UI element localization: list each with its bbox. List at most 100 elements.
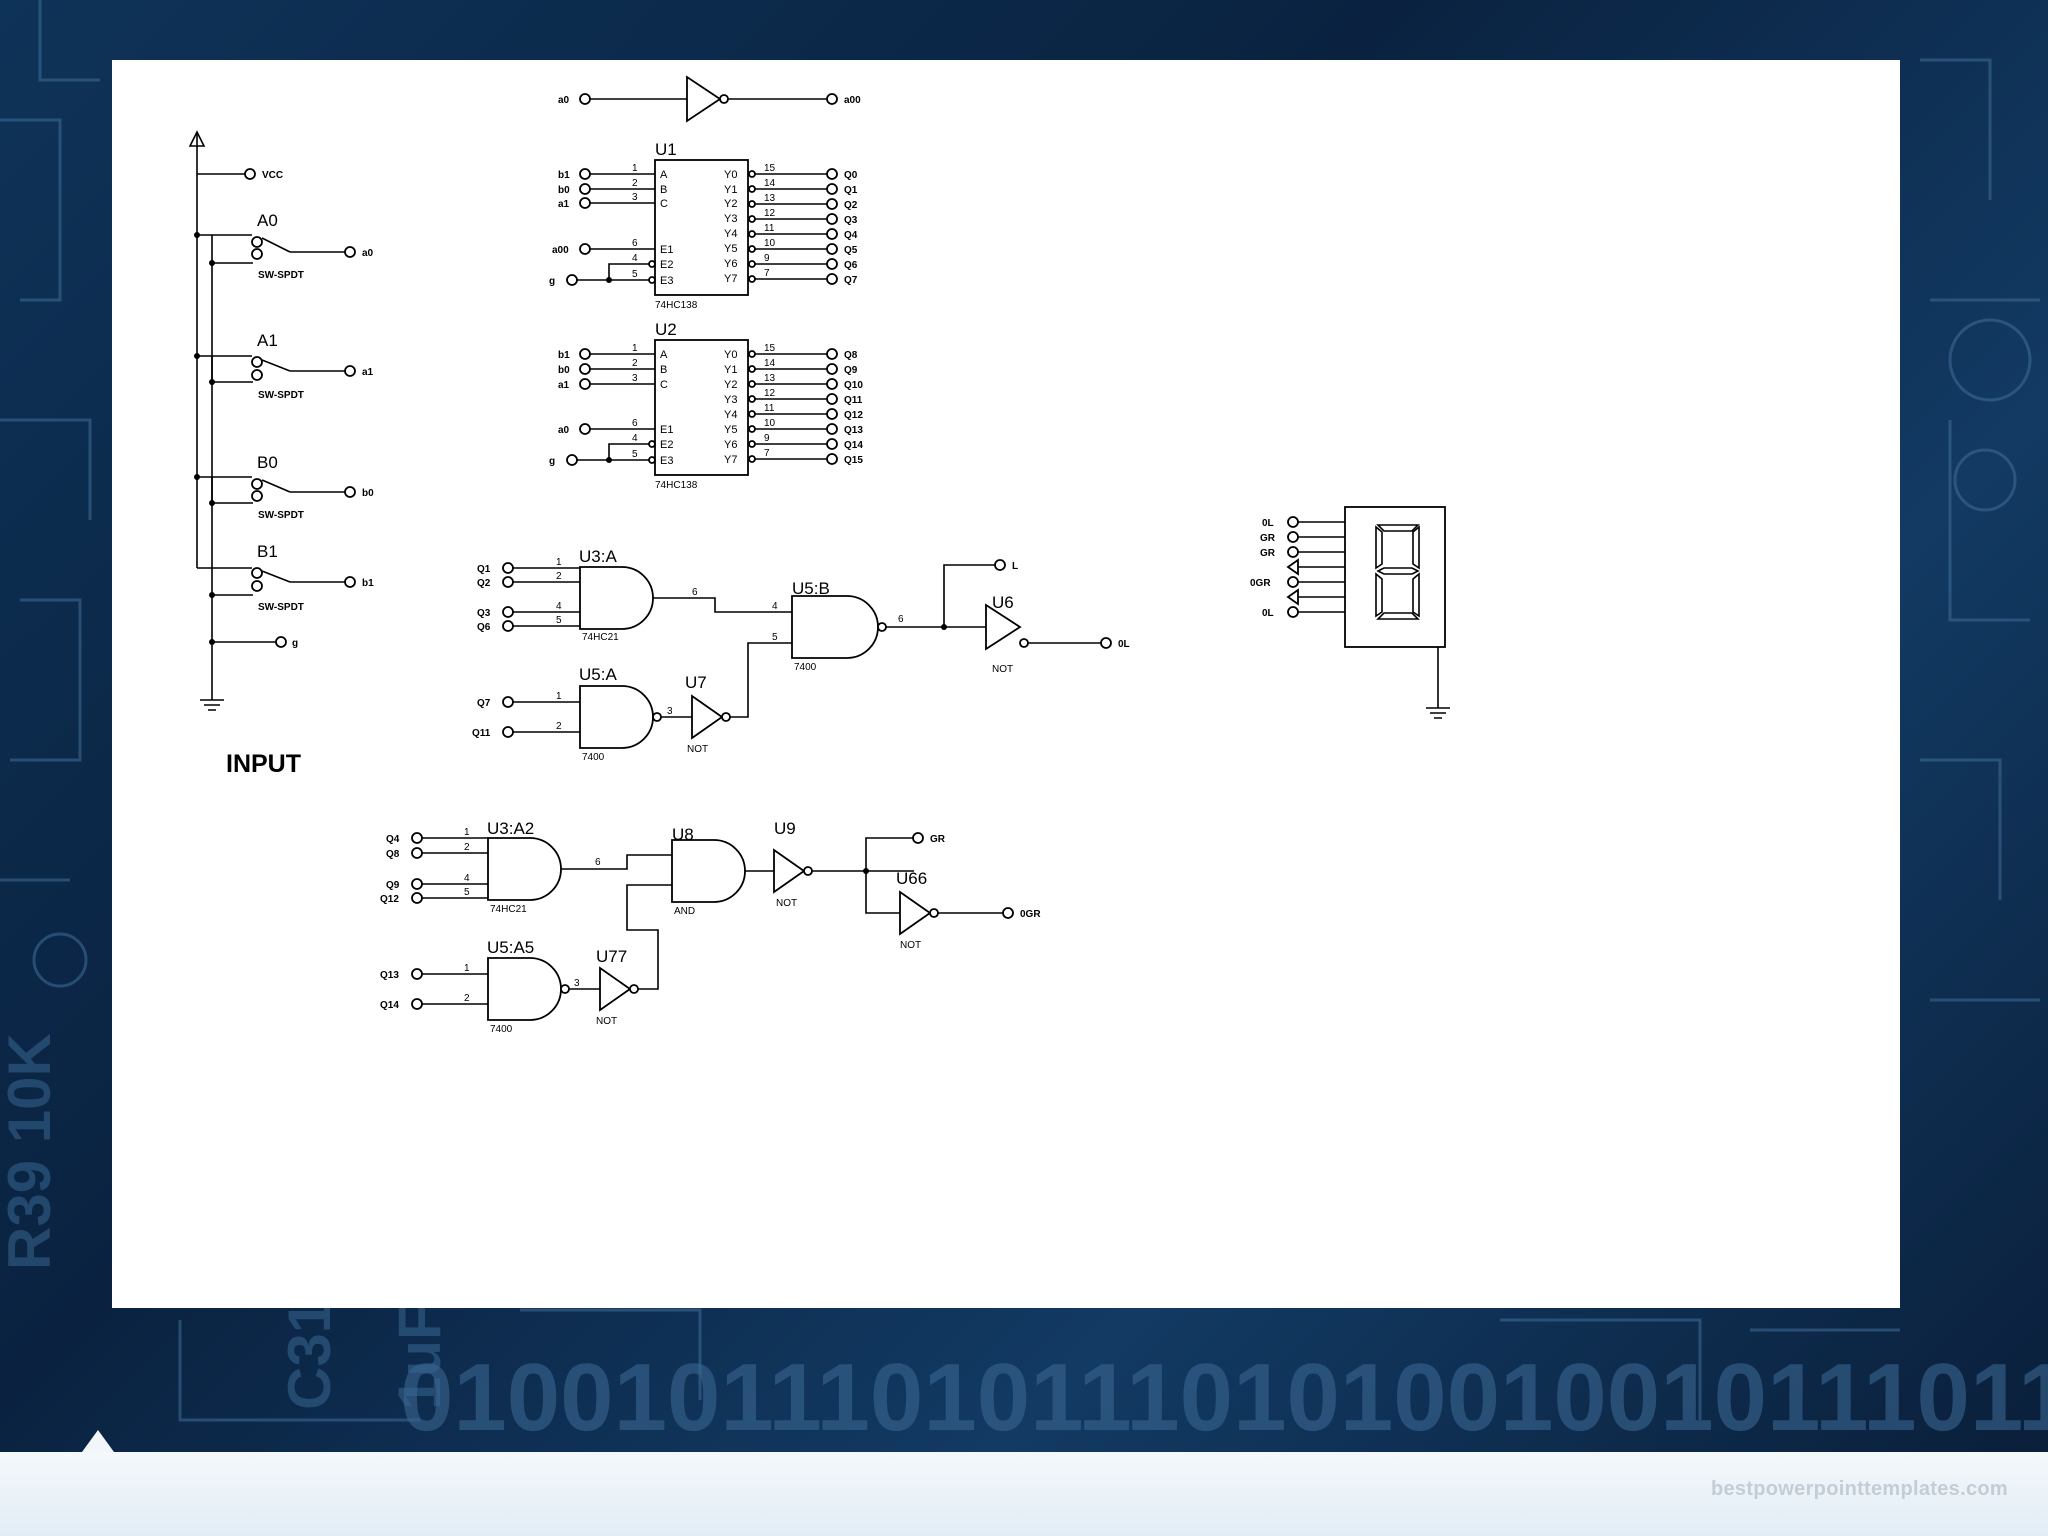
out-0gr-terminal bbox=[1002, 907, 1014, 919]
u7-ref: U7 bbox=[685, 673, 707, 692]
schematic-label: Q9 bbox=[386, 880, 400, 891]
u3a2-part: 74HC21 bbox=[490, 904, 527, 915]
decoder-u2: U2 b1 b0 a1 a0 g 1 2 3 6 4 5 A B C E1 E2… bbox=[549, 320, 863, 491]
logic-circuit-2: U3:A2 Q4 Q8 Q9 Q12 1 2 4 5 6 74HC21 U5:A… bbox=[380, 819, 1041, 1035]
schematic-label: 1 bbox=[632, 343, 638, 354]
schematic-label: Q1 bbox=[477, 564, 491, 575]
schematic-label: 4 bbox=[632, 253, 638, 264]
u5a-part: 7400 bbox=[582, 752, 605, 763]
schematic-label: Q11 bbox=[472, 728, 491, 739]
u1-part: 74HC138 bbox=[655, 300, 698, 311]
u2-part: 74HC138 bbox=[655, 480, 698, 491]
schematic-label: 1 bbox=[464, 963, 470, 974]
switch-a1-type: SW-SPDT bbox=[258, 390, 304, 401]
u3a-part: 74HC21 bbox=[582, 632, 619, 643]
u2-out-q9: Q9 bbox=[844, 365, 858, 376]
schematic-label: Y4 bbox=[724, 228, 737, 240]
schematic-label: C bbox=[660, 379, 668, 391]
schematic-label: Y0 bbox=[724, 349, 737, 361]
schematic-label: Y5 bbox=[724, 424, 737, 436]
footer-bar: bestpowerpointtemplates.com bbox=[0, 1452, 2048, 1536]
switch-b1-type: SW-SPDT bbox=[258, 602, 304, 613]
footer-watermark: bestpowerpointtemplates.com bbox=[1710, 1478, 2008, 1500]
schematic-label: Y2 bbox=[724, 379, 737, 391]
schematic-label: 3 bbox=[574, 978, 580, 989]
u1-ref: U1 bbox=[655, 140, 677, 159]
schematic-label: Y5 bbox=[724, 243, 737, 255]
schematic-label: B bbox=[660, 364, 667, 376]
schematic-label: 10 bbox=[764, 418, 776, 429]
schematic-label: 11 bbox=[764, 403, 775, 414]
u1-out-q1: Q1 bbox=[844, 185, 858, 196]
schematic-label: 2 bbox=[556, 721, 562, 732]
bg-label-c31: C31 bbox=[276, 1300, 343, 1410]
u3a2-ref: U3:A2 bbox=[487, 819, 534, 838]
u6-part: NOT bbox=[992, 664, 1013, 675]
u77-ref: U77 bbox=[596, 947, 627, 966]
schematic-label: Q13 bbox=[380, 970, 399, 981]
schematic-label: 2 bbox=[556, 571, 562, 582]
schematic-label: B bbox=[660, 184, 667, 196]
u2-out-q14: Q14 bbox=[844, 440, 863, 451]
footer-notch bbox=[82, 1430, 114, 1452]
schematic-label: 6 bbox=[632, 418, 638, 429]
schematic-label: 2 bbox=[632, 358, 638, 369]
inv-in-label: a0 bbox=[558, 95, 570, 106]
schematic-label: 3 bbox=[667, 706, 673, 717]
decoder-u1: U1 b1 b0 a1 a00 g 1 2 3 6 4 5 A B C E1 E… bbox=[549, 140, 858, 311]
schematic-label: Q2 bbox=[477, 578, 491, 589]
u5a-ref: U5:A bbox=[579, 665, 617, 684]
schematic-label: Q8 bbox=[386, 849, 400, 860]
u9-part: NOT bbox=[776, 898, 797, 909]
seg-label-gr-1: GR bbox=[1260, 533, 1276, 544]
schematic-label: E2 bbox=[660, 259, 673, 271]
u1-in-g: g bbox=[549, 276, 555, 287]
u5a5-ref: U5:A5 bbox=[487, 938, 534, 957]
a1-label: a1 bbox=[362, 367, 374, 378]
b0-terminal bbox=[344, 486, 356, 498]
switch-a0-ref: A0 bbox=[257, 211, 278, 230]
schematic-label: 4 bbox=[772, 601, 778, 612]
schematic-label: Y3 bbox=[724, 213, 737, 225]
b1-terminal bbox=[344, 576, 356, 588]
inv-out-label: a00 bbox=[844, 95, 861, 106]
input-title: INPUT bbox=[226, 750, 301, 778]
seg-label-0l: 0L bbox=[1262, 518, 1274, 529]
schematic-label: E2 bbox=[660, 439, 673, 451]
schematic-label: Y6 bbox=[724, 439, 737, 451]
schematic-label: 6 bbox=[595, 857, 601, 868]
seg-label-gr-2: GR bbox=[1260, 548, 1276, 559]
u2-in-g: g bbox=[549, 456, 555, 467]
schematic-label: 5 bbox=[632, 449, 638, 460]
schematic-label: 6 bbox=[898, 614, 904, 625]
u2-ref: U2 bbox=[655, 320, 677, 339]
u1-out-q7: Q7 bbox=[844, 275, 858, 286]
u2-out-q15: Q15 bbox=[844, 455, 863, 466]
u66-part: NOT bbox=[900, 940, 921, 951]
out-gr-terminal bbox=[912, 832, 924, 844]
schematic-label: Y7 bbox=[724, 454, 737, 466]
schematic-label: Y3 bbox=[724, 394, 737, 406]
schematic-label: E3 bbox=[660, 275, 673, 287]
schematic-label: 3 bbox=[632, 373, 638, 384]
switch-a1-ref: A1 bbox=[257, 331, 278, 350]
schematic-label: 5 bbox=[772, 632, 778, 643]
u5a5-part: 7400 bbox=[490, 1024, 513, 1035]
schematic-label: Y0 bbox=[724, 169, 737, 181]
u3a-ref: U3:A bbox=[579, 547, 617, 566]
out-0l-label: 0L bbox=[1118, 639, 1130, 650]
a0-terminal bbox=[344, 246, 356, 258]
u66-ref: U66 bbox=[896, 869, 927, 888]
schematic-label: A bbox=[660, 169, 668, 181]
out-l-terminal bbox=[994, 559, 1006, 571]
schematic-label: Q12 bbox=[380, 894, 399, 905]
vcc-terminal bbox=[244, 168, 256, 180]
schematic-label: 13 bbox=[764, 373, 776, 384]
u2-out-q13: Q13 bbox=[844, 425, 863, 436]
u77-part: NOT bbox=[596, 1016, 617, 1027]
u1-out-q4: Q4 bbox=[844, 230, 858, 241]
seg-label-0l-2: 0L bbox=[1262, 608, 1274, 619]
g-label: g bbox=[292, 638, 298, 649]
u2-in-a0: a0 bbox=[558, 425, 570, 436]
schematic-label: 7 bbox=[764, 268, 770, 279]
